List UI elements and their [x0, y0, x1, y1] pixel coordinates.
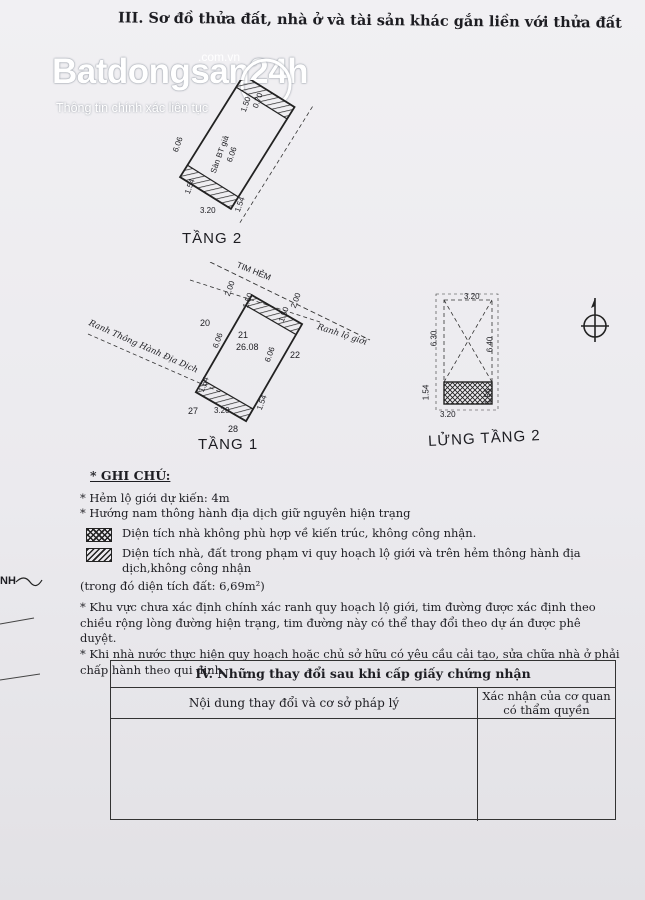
- margin-mark: NH: [0, 575, 16, 587]
- changes-table-body: [111, 719, 615, 821]
- mezzanine-dim-bl: 1.54: [421, 384, 431, 401]
- mezzanine-drawing: [435, 293, 499, 411]
- floor1-dim-width: 3.20: [214, 406, 230, 415]
- mezzanine-dim-top: 3.20: [464, 292, 480, 301]
- note-south-access: * Hướng nam thông hành địa dịch giữ nguy…: [80, 506, 411, 521]
- changes-table-col1: Nội dung thay đổi và cơ sở pháp lý: [111, 688, 478, 718]
- note-boundary: * Khu vực chưa xác định chính xác ranh q…: [80, 600, 596, 646]
- notes-section: * GHI CHÚ: * Hẻm lộ giới dự kiến: 4m * H…: [80, 468, 620, 678]
- mezzanine-dim-bottom: 3.20: [440, 410, 456, 419]
- legend-crosshatch-swatch: [86, 527, 112, 542]
- floor2-dim-width: 3.20: [200, 206, 216, 215]
- changes-table-col2: Xác nhận của cơ quan có thẩm quyền: [478, 688, 615, 718]
- legend-planning: Diện tích nhà, đất trong phạm vi quy hoạ…: [86, 546, 620, 577]
- note-road-width: * Hẻm lộ giới dự kiến: 4m: [80, 490, 230, 505]
- watermark-domain: .com.vn: [198, 50, 241, 64]
- floor1-neighbor-27: 27: [188, 406, 199, 416]
- changes-table-col2-line2: có thẩm quyền: [503, 703, 590, 717]
- floor1-lot-number: 21: [238, 330, 249, 340]
- floor1-lot-area: 26.08: [236, 342, 259, 352]
- notes-heading: * GHI CHÚ:: [90, 468, 171, 483]
- legend-planning-text: Diện tích nhà, đất trong phạm vi quy hoạ…: [122, 545, 581, 576]
- floor1-label: TẦNG 1: [198, 436, 259, 453]
- floor2-label: TẦNG 2: [182, 230, 243, 247]
- legend-nonconforming-text: Diện tích nhà không phù hợp về kiến trúc…: [122, 525, 477, 540]
- legend-hatch-swatch: [86, 547, 112, 562]
- legend-planning-area: (trong đó diện tích đất: 6,69m²): [80, 578, 265, 593]
- changes-table-col2-line1: Xác nhận của cơ quan: [482, 689, 611, 703]
- mezzanine-dim-right: 6.40: [485, 336, 495, 353]
- floor1-drawing: [87, 262, 371, 423]
- changes-table-header-row: Nội dung thay đổi và cơ sở pháp lý Xác n…: [111, 688, 615, 719]
- changes-table: IV. Những thay đổi sau khi cấp giấy chứn…: [110, 660, 616, 821]
- watermark-logo: Batdongsan24h: [52, 52, 309, 92]
- changes-table-body-cell1: [111, 719, 478, 821]
- margin-lines: [0, 617, 40, 681]
- legend-nonconforming: Diện tích nhà không phù hợp về kiến trúc…: [86, 526, 620, 542]
- watermark-brand: Batdongsan24h: [52, 52, 309, 91]
- margin-scribble: [15, 577, 43, 587]
- floor1-neighbor-20: 20: [200, 318, 211, 328]
- watermark-tagline: Thông tin chính xác liên tục: [56, 101, 209, 115]
- mezzanine-dim-br: 1.56: [483, 388, 493, 405]
- floor1-neighbor-28: 28: [228, 424, 239, 434]
- floor2-drawing: [178, 80, 313, 226]
- north-arrow-icon: [581, 298, 609, 342]
- mezzanine-dim-left: 6.30: [429, 330, 439, 347]
- floor1-neighbor-22: 22: [290, 350, 301, 360]
- note-renovation: * Khi nhà nước thực hiện quy hoạch hoặc …: [80, 647, 620, 677]
- changes-table-title: IV. Những thay đổi sau khi cấp giấy chứn…: [111, 661, 615, 688]
